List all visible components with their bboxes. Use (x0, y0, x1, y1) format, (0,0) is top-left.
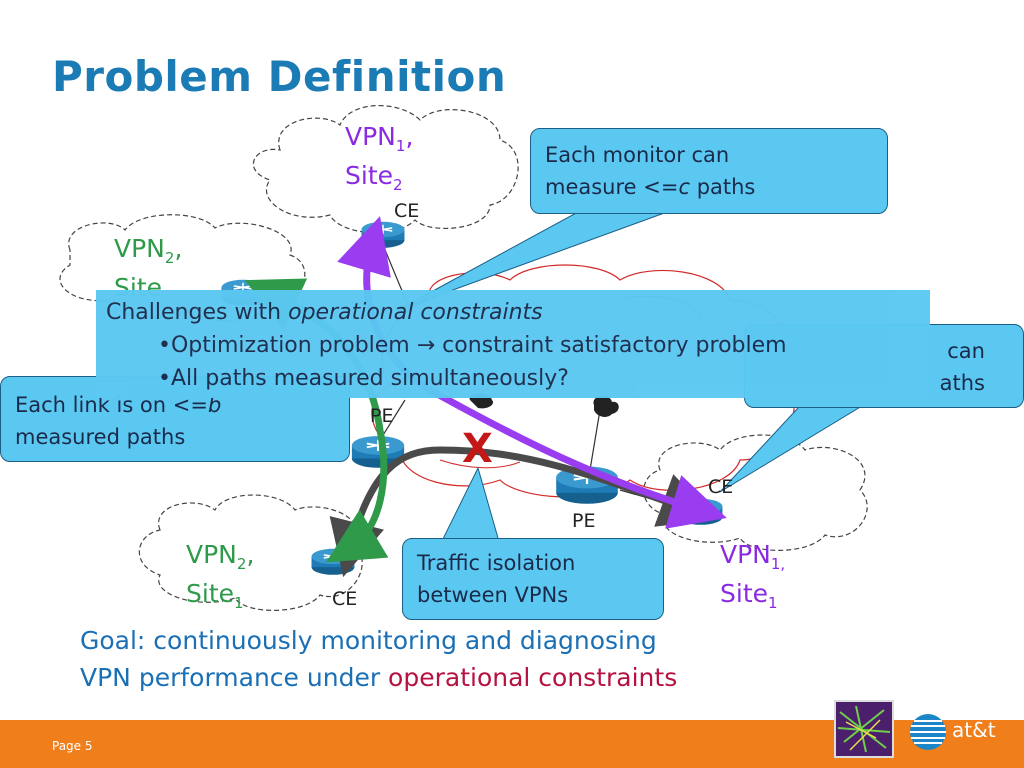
label-vpn1-site2: VPN1, Site2 (345, 122, 414, 194)
label-pe-left: PE (370, 405, 394, 427)
site-cloud-vpn1-site1 (643, 434, 868, 551)
callout-pointer-traffic (439, 466, 501, 546)
callout-pointer-monitor-right (719, 394, 882, 493)
label-ce-top: CE (394, 200, 420, 222)
page-title: Problem Definition (52, 52, 507, 101)
site-cloud-vpn1-site2 (252, 104, 519, 234)
att-brand-text: at&t (952, 718, 996, 742)
label-vpn2-site1: VPN2, Site1 (186, 540, 255, 612)
challenges-bullet-1: •Optimization problem → constraint satis… (158, 333, 787, 358)
label-ce-bottom: CE (332, 588, 358, 610)
isolation-x-mark: X (462, 426, 493, 472)
label-ce-right: CE (708, 476, 734, 498)
router-core-icon (593, 395, 619, 417)
challenges-bullet-2: •All paths measured simultaneously? (158, 366, 569, 391)
callout-monitor-top-line2: measure <=c paths (545, 175, 756, 199)
router-ce-vpn1-site2 (360, 220, 406, 249)
network-diagram (59, 104, 882, 611)
challenges-banner: Challenges with operational constraints … (96, 290, 930, 398)
router-ce-vpn2-site1 (310, 547, 356, 576)
label-pe-bottom: PE (572, 510, 596, 532)
path-gray-vpn2-to-vpn1 (329, 446, 717, 578)
research-logo-icon (834, 700, 894, 758)
page-number: Page 5 (52, 739, 93, 753)
label-vpn1-site1: VPN1, Site1 (720, 540, 786, 612)
att-globe-icon (910, 714, 946, 750)
callout-monitor-top: Each monitor can measure <=c paths (530, 128, 888, 214)
challenges-heading: Challenges with operational constraints (106, 300, 543, 325)
site-cloud-vpn2-site1 (138, 494, 363, 611)
goal-statement: Goal: continuously monitoring and diagno… (80, 626, 678, 692)
callout-traffic: Traffic isolation between VPNs (402, 538, 664, 620)
